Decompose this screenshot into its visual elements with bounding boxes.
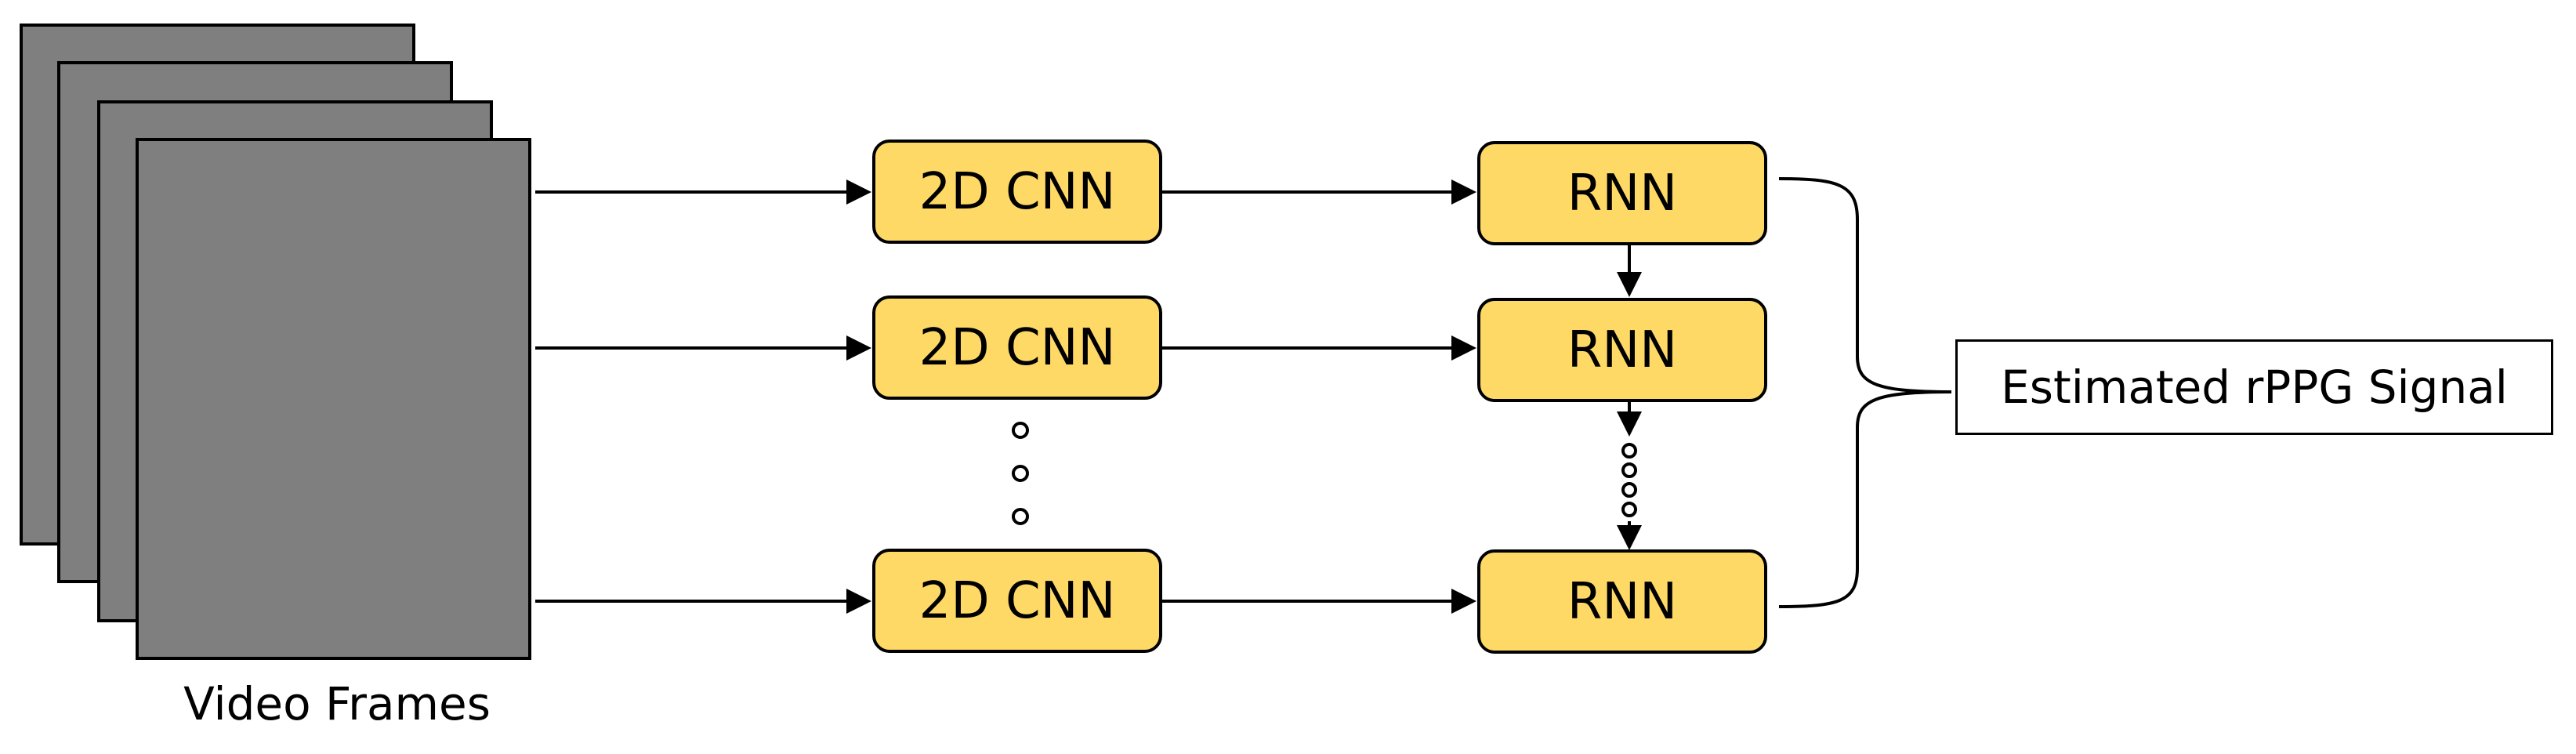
rnn-node-2: RNN [1477, 298, 1767, 402]
cnn-ellipsis-dot [1012, 422, 1029, 439]
rnn-ellipsis-dot [1621, 502, 1637, 517]
cnn-ellipsis-dot [1012, 508, 1029, 525]
output-brace [1778, 177, 1952, 608]
rnn-ellipsis-dot [1621, 482, 1637, 498]
cnn-ellipsis-dot [1012, 465, 1029, 482]
rnn-node-1: RNN [1477, 141, 1767, 245]
video-frames-caption: Video Frames [183, 677, 491, 730]
output-signal-box: Estimated rPPG Signal [1955, 339, 2553, 435]
cnn-node-1: 2D CNN [872, 140, 1162, 244]
rnn-node-3: RNN [1477, 549, 1767, 654]
video-frame-4 [136, 138, 531, 660]
rnn-ellipsis-dot [1621, 462, 1637, 478]
cnn-node-2: 2D CNN [872, 295, 1162, 400]
cnn-node-3: 2D CNN [872, 549, 1162, 653]
rnn-ellipsis-dot [1621, 443, 1637, 459]
